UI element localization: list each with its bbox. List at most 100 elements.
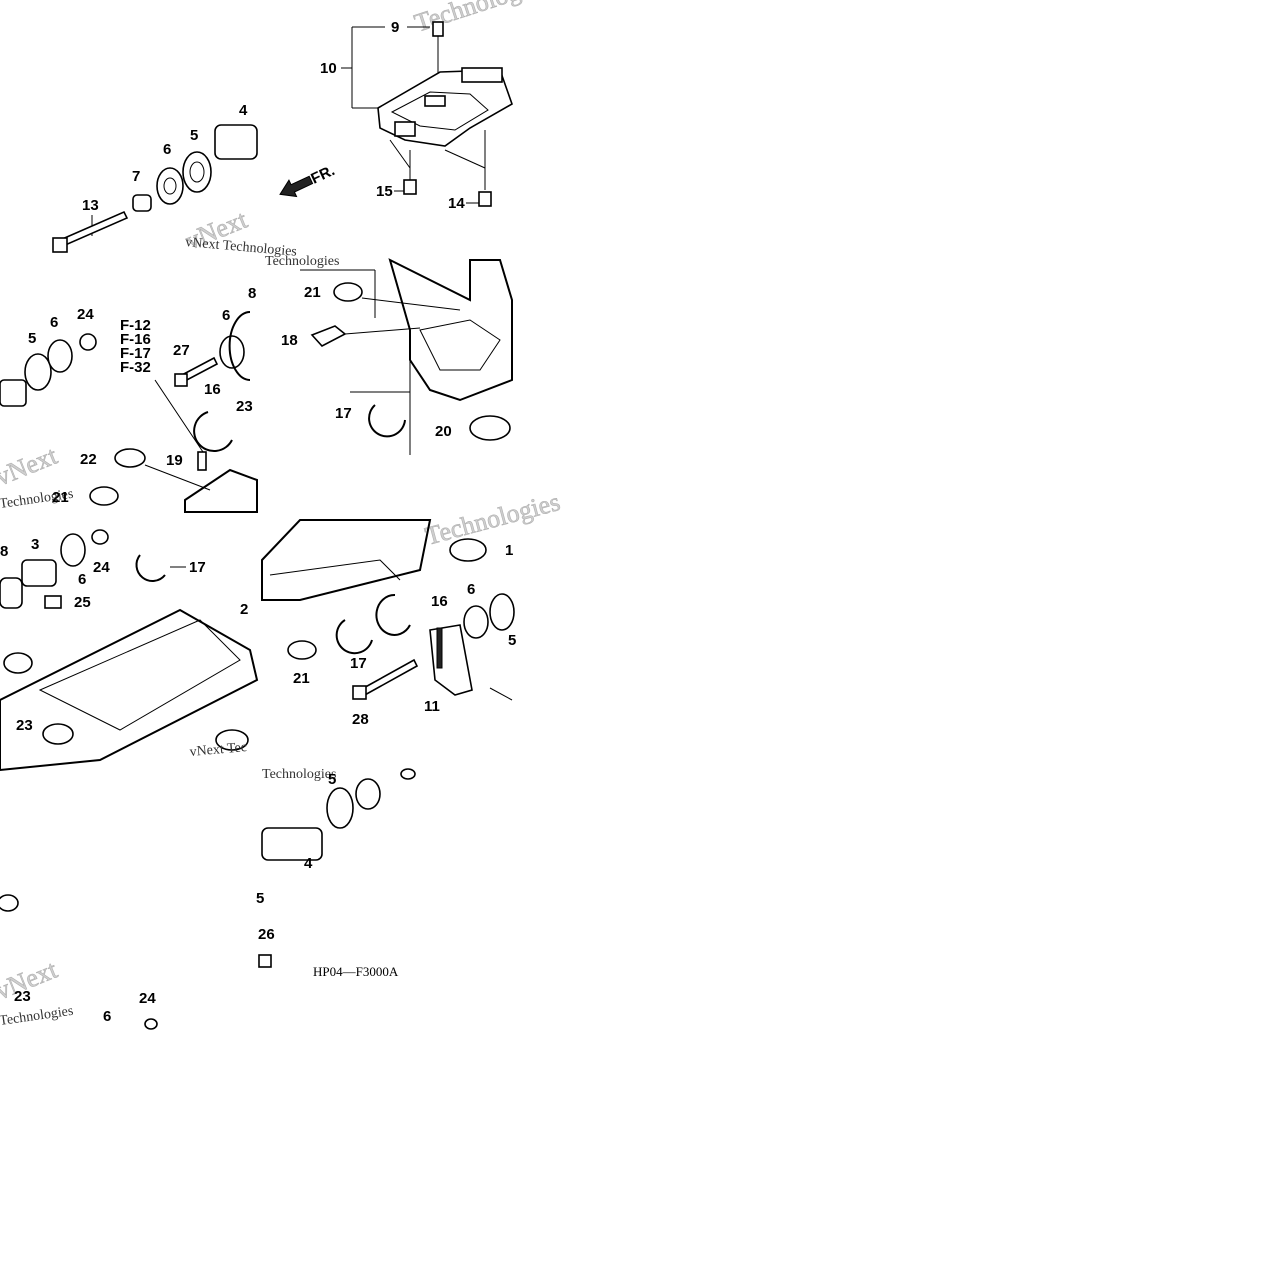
seal-icon <box>219 335 245 369</box>
front-marker: FR. <box>308 162 337 188</box>
band-icon <box>368 404 406 438</box>
bracket-group: Technologies 1 16 6 5 17 21 28 11 <box>261 487 563 728</box>
part-label: 9 <box>391 19 399 36</box>
nut-icon <box>144 1018 158 1030</box>
clamp-icon <box>3 652 33 674</box>
collar-icon <box>0 577 23 609</box>
part-label: 6 <box>163 141 171 158</box>
leader-line <box>389 139 411 169</box>
part-label: 5 <box>328 771 336 788</box>
part-label: 4 <box>239 102 248 119</box>
part-label: 28 <box>352 711 369 728</box>
part-label: 5 <box>256 890 264 907</box>
part-label: 23 <box>236 398 253 415</box>
bearing-icon <box>182 151 212 193</box>
bolt-head-icon <box>174 373 188 387</box>
part-label: 19 <box>166 452 183 469</box>
bearing-inner <box>189 161 205 183</box>
part-label: 6 <box>467 581 475 598</box>
clamp-icon <box>114 448 146 468</box>
hose-group: 5 6 24 F-12 F-16 F-17 F-32 27 6 8 16 23 … <box>0 285 258 513</box>
part-label: 4 <box>304 855 313 872</box>
plate-detail <box>390 91 489 131</box>
bottom-left-group: vNext 23 Technologies 6 24 <box>0 894 158 1030</box>
watermark-text: Technologies <box>262 767 336 782</box>
part-label: 21 <box>304 284 321 301</box>
bearing-icon <box>489 593 515 631</box>
shaft-group-top: vNext vNext Technologies 4 5 6 7 13 <box>52 102 297 260</box>
ref-code: F-16 <box>120 331 151 348</box>
part-label: 24 <box>77 306 94 323</box>
leader-line <box>361 297 461 311</box>
clamp-icon <box>0 894 19 912</box>
part-label: 8 <box>0 543 8 560</box>
bolt-icon <box>478 191 492 207</box>
part-label: 10 <box>320 60 337 77</box>
plate-bracket <box>461 67 503 83</box>
frame-detail <box>269 559 401 581</box>
part-label: 16 <box>431 593 448 610</box>
part-label: 8 <box>248 285 256 302</box>
nut-icon <box>258 954 272 968</box>
clip-icon <box>310 325 347 347</box>
frame-icon <box>388 258 513 402</box>
band-clamp-icon <box>469 415 511 441</box>
bolt-icon <box>44 595 62 609</box>
part-label: 21 <box>293 670 310 687</box>
part-label: 26 <box>258 926 275 943</box>
part-label: 24 <box>93 559 110 576</box>
part-label: 13 <box>82 197 99 214</box>
leader-line <box>444 149 486 169</box>
part-label: 27 <box>173 342 190 359</box>
nut-icon <box>91 529 109 545</box>
watermark-text: vNext <box>0 441 62 492</box>
watermark-text: vNext <box>0 955 62 1006</box>
part-label: 23 <box>14 988 31 1005</box>
part-label: 5 <box>190 127 198 144</box>
band-icon <box>193 411 233 453</box>
part-label: 24 <box>139 990 156 1007</box>
seal-icon <box>60 533 86 567</box>
watermark-text: vNext Tec <box>189 740 248 760</box>
band-icon <box>335 619 373 655</box>
part-label: 15 <box>376 183 393 200</box>
watermark-text: Technologies <box>265 254 339 269</box>
nipple-icon <box>197 451 207 471</box>
band-icon <box>135 554 166 582</box>
clamp-icon <box>89 486 119 506</box>
ref-code: F-32 <box>120 359 151 376</box>
seal-icon <box>156 167 184 205</box>
part-label: 16 <box>204 381 221 398</box>
frame-clamp-group: Technologies 21 18 17 20 <box>265 254 513 455</box>
nut-icon <box>79 333 97 351</box>
part-label: 6 <box>50 314 58 331</box>
collar-icon <box>132 194 152 212</box>
watermark-text: Technologies <box>422 487 563 551</box>
seal-icon <box>463 605 489 639</box>
clamp-icon <box>42 723 74 745</box>
leader-line <box>144 464 211 491</box>
seal-inner <box>163 177 177 195</box>
part-label: 6 <box>78 571 86 588</box>
part-label: 17 <box>335 405 352 422</box>
long-bolt-icon <box>358 658 419 698</box>
part-label: 6 <box>103 1008 111 1025</box>
clip-icon <box>400 768 416 780</box>
bolt-head-icon <box>352 685 367 700</box>
front-arrow-icon: FR. <box>279 162 337 198</box>
watermark-text: Technologies <box>411 0 551 38</box>
bolt-head-icon <box>52 237 68 253</box>
part-label: 11 <box>424 698 440 715</box>
plate-mount <box>394 121 416 137</box>
bolt-icon <box>403 179 417 195</box>
clamp-icon <box>215 729 249 751</box>
gear-icon <box>261 827 323 861</box>
seal-icon <box>355 778 381 810</box>
band-icon <box>375 593 411 636</box>
ref-code: F-12 <box>120 317 151 334</box>
bearing-icon <box>24 353 52 391</box>
part-label: 22 <box>80 451 97 468</box>
bracket-icon <box>429 624 473 696</box>
part-label: 5 <box>28 330 36 347</box>
gear-icon <box>0 379 27 407</box>
